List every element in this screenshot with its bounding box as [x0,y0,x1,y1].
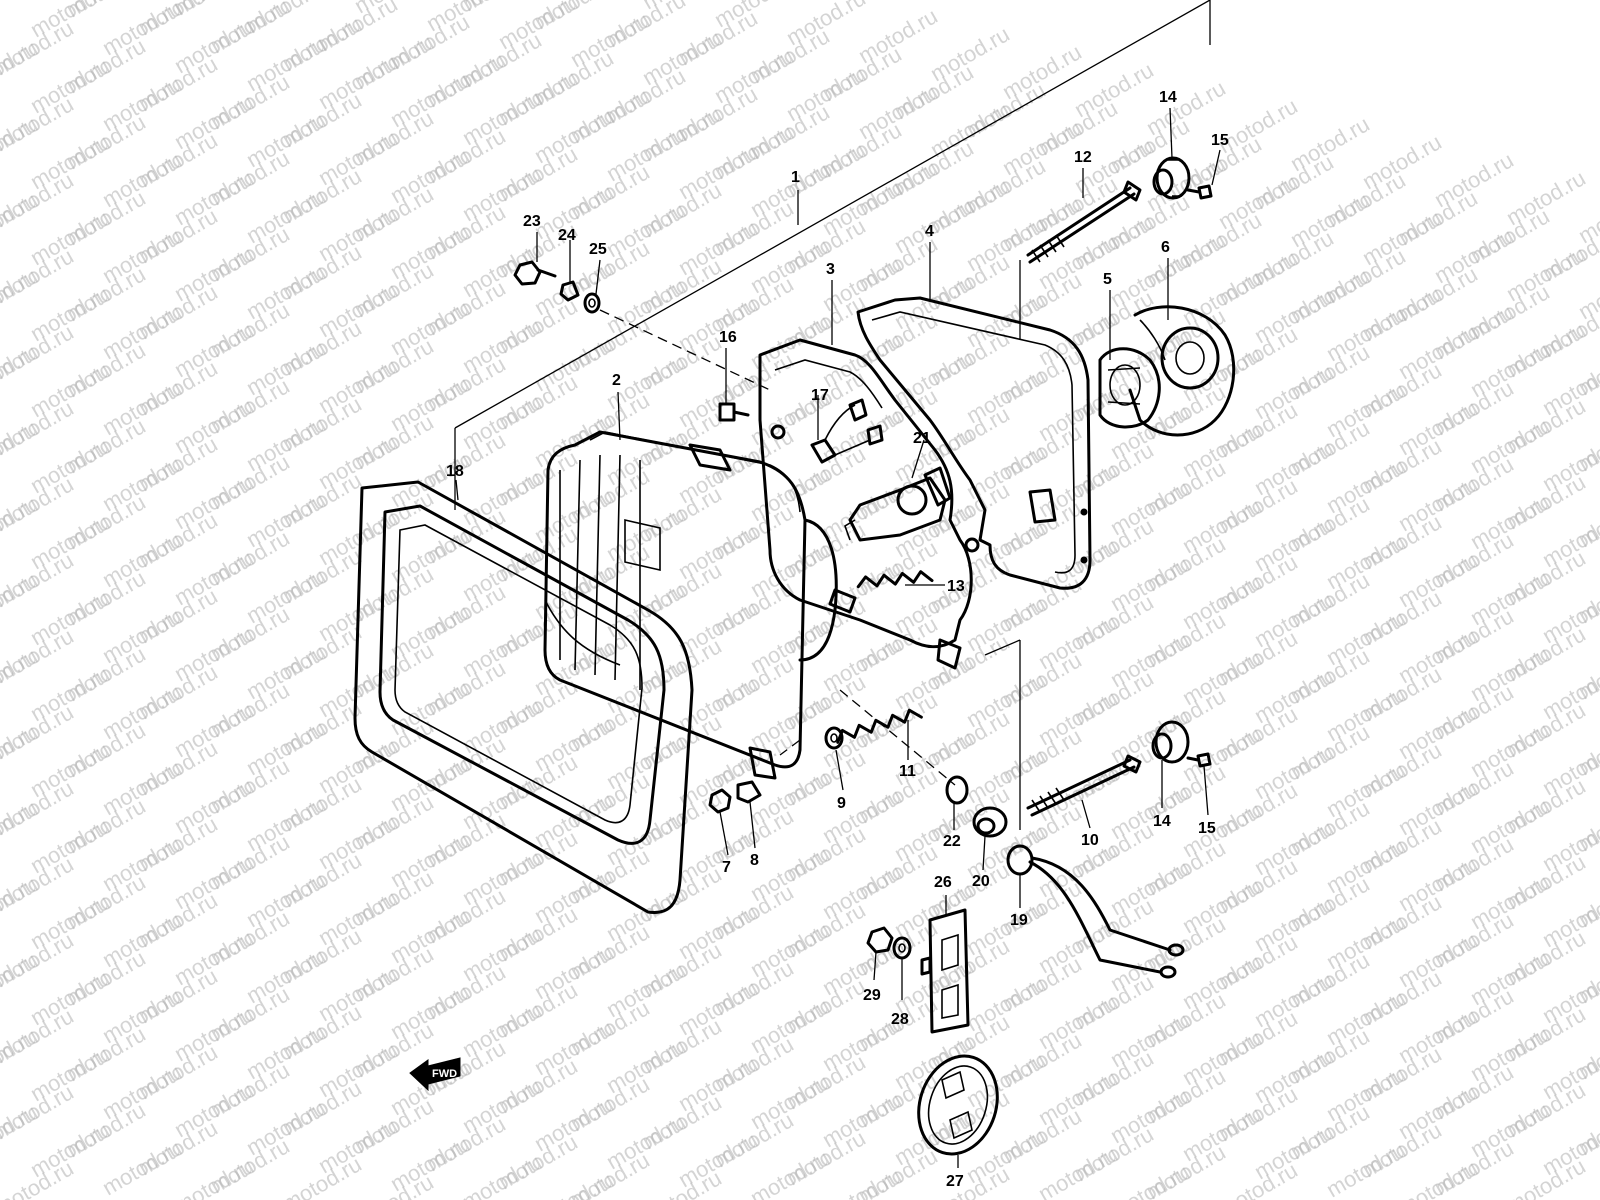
callout-14-lower: 14 [1153,813,1171,830]
callout-8: 8 [750,852,759,869]
callout-5: 5 [1103,271,1112,288]
callout-22: 22 [943,833,961,850]
callout-25: 25 [589,241,607,258]
callout-29: 29 [863,987,881,1004]
callout-23: 23 [523,213,541,230]
callout-3: 3 [826,261,835,278]
callout-16: 16 [719,329,737,346]
watermark-text: motod.ru [1394,1155,1482,1200]
watermark-text: motod.ru [170,1153,258,1200]
callout-19: 19 [1010,912,1028,929]
callout-18: 18 [446,463,464,480]
callout-15-upper: 15 [1211,132,1229,149]
callout-13: 13 [947,578,965,595]
callout-24: 24 [558,227,576,244]
callout-2: 2 [612,372,621,389]
watermark-text: motod.ru [98,1135,186,1200]
callout-1: 1 [791,169,800,186]
watermark-text: motod.ru [746,1145,834,1200]
watermark-text: motod.ru [1106,1159,1194,1200]
callout-20: 20 [972,873,990,890]
callout-21: 21 [913,430,931,447]
callout-27: 27 [946,1173,964,1190]
callout-17: 17 [811,387,829,404]
callout-11: 11 [899,763,916,780]
callout-14-upper: 14 [1159,89,1177,106]
callout-26: 26 [934,874,952,891]
callout-9: 9 [837,795,846,812]
callout-15-lower: 15 [1198,820,1216,837]
part-8-nut [736,780,762,804]
callout-28: 28 [891,1011,909,1028]
callout-10: 10 [1081,832,1099,849]
callout-12: 12 [1074,149,1092,166]
watermark-text: motod.ru [458,1149,546,1200]
callout-4: 4 [925,223,934,240]
callout-7: 7 [722,859,731,876]
part-25-washer [583,292,601,314]
fwd-label: FWD [432,1068,457,1080]
watermark-text: motod.ru [1322,1137,1410,1200]
callout-6: 6 [1161,239,1170,256]
